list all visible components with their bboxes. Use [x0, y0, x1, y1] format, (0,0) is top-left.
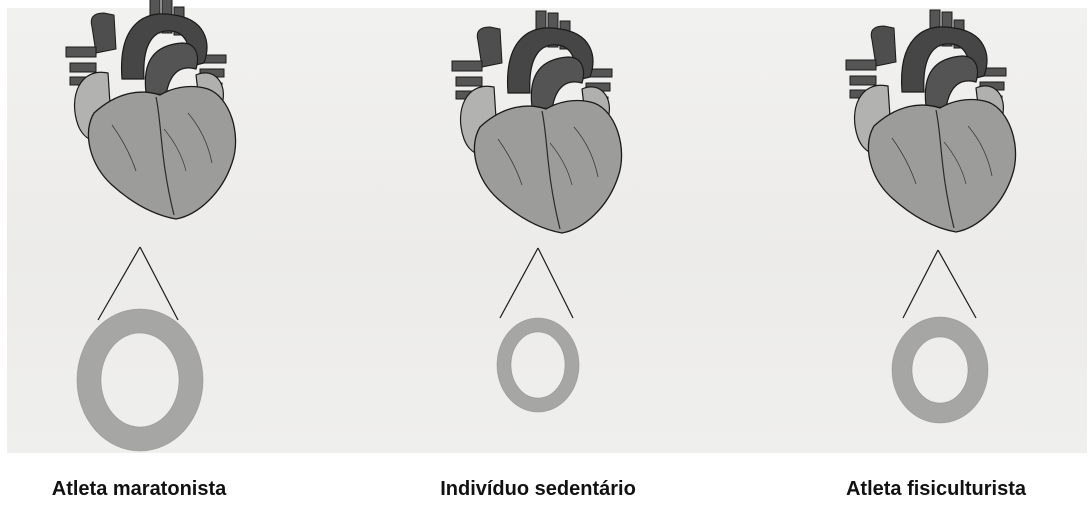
heart-illustration-1	[66, 0, 236, 219]
ventricle-cross-section-1	[77, 309, 203, 451]
heart-illustration-3	[846, 10, 1016, 232]
zoom-lines-3	[903, 250, 976, 318]
ventricle-cross-section-2	[497, 318, 579, 412]
caption-marathon-athlete: Atleta maratonista	[0, 478, 299, 501]
caption-sedentary-individual: Indivíduo sedentário	[378, 478, 698, 501]
ventricle-cross-section-3	[892, 317, 988, 423]
heart-illustration-2	[452, 11, 622, 233]
zoom-lines-2	[500, 248, 573, 318]
caption-bodybuilder-athlete: Atleta fisiculturista	[776, 478, 1091, 501]
